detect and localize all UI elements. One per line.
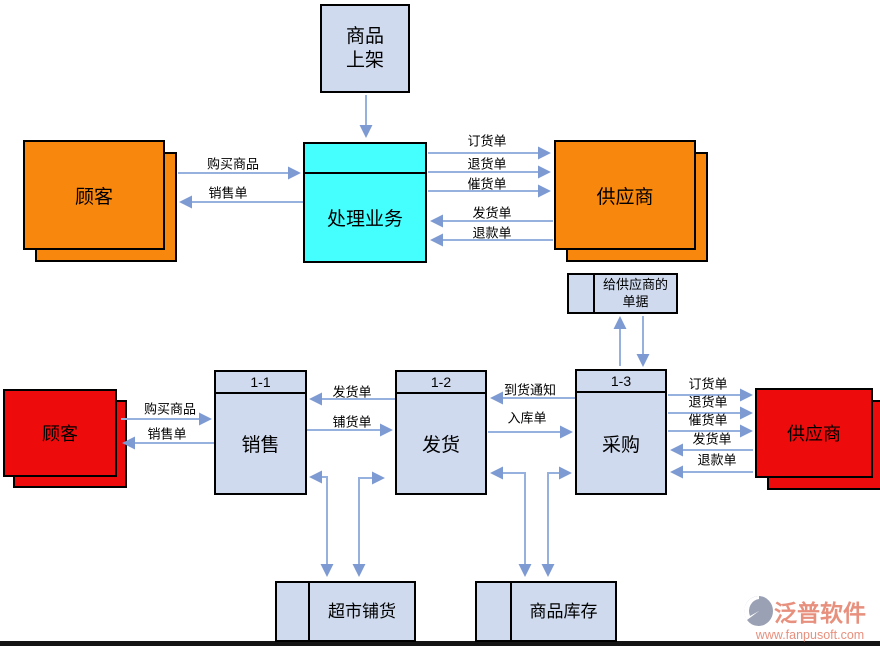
label-buy-top: 购买商品: [206, 156, 260, 172]
process-box-header: [305, 144, 425, 174]
arrow-delivery-inventory: [490, 466, 532, 577]
customer-bottom-label: 顾客: [42, 424, 78, 444]
supplier-docs-store: 给供应商的单据: [567, 273, 678, 314]
process-box-label: 处理业务: [326, 209, 403, 230]
arrow-marketstore-delivery: [352, 471, 385, 577]
inventory-store-text: 商品库存: [529, 601, 598, 621]
supplier-top-label: 供应商: [596, 186, 654, 208]
supplier-bottom-label: 供应商: [787, 424, 841, 444]
label-salesorder-bottom: 销售单: [147, 426, 187, 442]
supplier-docs-store-text: 给供应商的单据: [602, 276, 668, 309]
label-ship-top: 发货单: [472, 205, 512, 221]
arrow-sales-marketstore: [309, 470, 334, 577]
bottom-border-line: [0, 641, 880, 646]
label-return-bottom: 退货单: [688, 394, 728, 410]
watermark: 泛普软件 www.fanpusoft.com: [744, 594, 876, 642]
shelf-box-label: 商品上架: [345, 25, 384, 71]
label-ship-mid: 发货单: [332, 384, 372, 400]
label-arrival: 到货通知: [503, 382, 557, 398]
delivery-process-label: 发货: [421, 435, 460, 456]
inventory-store-cell: [477, 583, 512, 640]
label-buy-bottom: 购买商品: [143, 401, 197, 417]
label-salesorder-top: 销售单: [208, 185, 248, 201]
supplier-bottom-entity: 供应商: [755, 388, 873, 478]
label-order-bottom: 订货单: [688, 376, 728, 392]
purchase-process-box: 1-3 采购: [575, 369, 667, 495]
process-box: 处理业务: [303, 142, 427, 263]
sales-process-id: 1-1: [216, 372, 305, 394]
shelf-box: 商品上架: [320, 4, 410, 93]
inventory-store: 商品库存: [475, 581, 617, 642]
arrow-inventory-purchase: [541, 466, 572, 577]
label-urge-top: 催货单: [467, 176, 507, 192]
watermark-url: www.fanpusoft.com: [755, 628, 865, 642]
market-stock-store-cell: [277, 583, 310, 640]
watermark-brand: 泛普软件: [774, 600, 866, 626]
sales-process-box: 1-1 销售: [214, 370, 307, 495]
label-refund-top: 退款单: [472, 225, 512, 241]
label-urge-bottom: 催货单: [688, 412, 728, 428]
customer-top-label: 顾客: [74, 186, 113, 208]
label-refund-bottom: 退款单: [697, 452, 737, 468]
sales-process-label: 销售: [241, 435, 280, 456]
market-stock-store: 超市铺货: [275, 581, 416, 642]
delivery-process-box: 1-2 发货: [395, 370, 487, 495]
label-warehouse: 入库单: [507, 410, 547, 426]
supplier-top-entity: 供应商: [554, 140, 696, 250]
supplier-docs-store-cell: [569, 275, 595, 312]
fanpu-logo-icon: [744, 595, 773, 627]
customer-bottom-entity: 顾客: [3, 389, 117, 477]
purchase-process-id: 1-3: [577, 371, 665, 393]
label-return-top: 退货单: [467, 156, 507, 172]
market-stock-store-text: 超市铺货: [328, 601, 396, 621]
label-ship-bottom: 发货单: [692, 431, 732, 447]
customer-top-entity: 顾客: [23, 140, 165, 250]
label-order-top: 订货单: [467, 133, 507, 149]
purchase-process-label: 采购: [601, 434, 640, 456]
label-stock-mid: 铺货单: [332, 414, 372, 430]
delivery-process-id: 1-2: [397, 372, 485, 394]
